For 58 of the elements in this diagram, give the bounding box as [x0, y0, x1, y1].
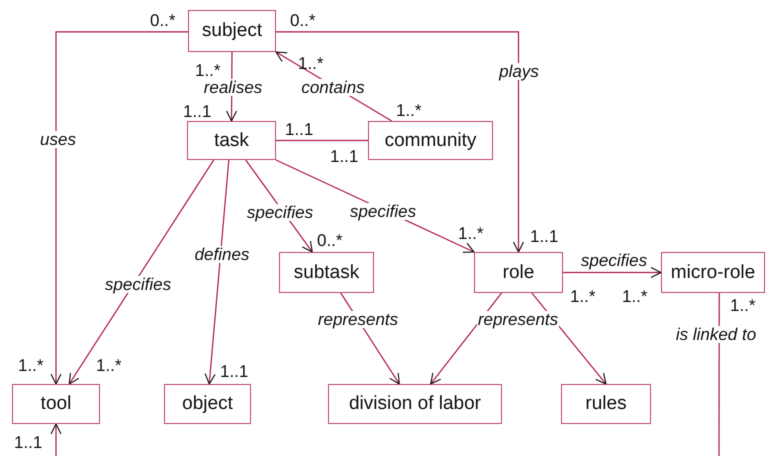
class-name: community — [384, 130, 476, 152]
association-line — [204, 160, 230, 385]
association-line — [68, 160, 214, 385]
class-name: rules — [585, 393, 627, 415]
association-line — [563, 266, 662, 278]
connector-line — [50, 423, 62, 456]
class-name: division of labor — [348, 393, 482, 415]
class-box — [187, 121, 276, 160]
multiplicity-label: 1..* — [195, 62, 221, 79]
edge-label: specifies — [104, 276, 172, 293]
class-box — [474, 252, 563, 293]
multiplicity-label: 1..1 — [220, 363, 248, 380]
edge-label: contains — [300, 79, 366, 96]
association-line — [276, 31, 524, 253]
edge-label: is linked to — [674, 326, 758, 343]
class-box — [328, 384, 502, 424]
class-box — [188, 10, 276, 52]
multiplicity-label: 1..1 — [330, 148, 358, 165]
multiplicity-label: 0..* — [150, 12, 176, 29]
class-name: role — [502, 262, 534, 284]
edge-label: realises — [202, 79, 264, 96]
multiplicity-label: 0..* — [290, 12, 316, 29]
edge-label: specifies — [246, 204, 314, 221]
edge-label: specifies — [348, 203, 418, 220]
edge-label: uses — [39, 131, 77, 148]
association-line — [276, 140, 368, 142]
class-name: task — [214, 130, 249, 152]
class-name: micro-role — [670, 262, 756, 284]
multiplicity-label: 1..* — [18, 357, 44, 374]
edge-label: represents — [316, 311, 400, 328]
connector-line — [718, 293, 720, 456]
class-box — [661, 252, 765, 293]
multiplicity-label: 1..1 — [285, 121, 314, 138]
class-box — [12, 384, 100, 424]
class-box — [368, 121, 493, 160]
edge-label: plays — [498, 63, 540, 80]
multiplicity-label: 1..* — [570, 288, 596, 305]
multiplicity-label: 1..1 — [183, 103, 212, 120]
edge-label: defines — [194, 246, 250, 263]
multiplicity-label: 0..* — [317, 232, 343, 249]
class-name: subtask — [294, 262, 360, 284]
class-name: object — [182, 393, 233, 415]
class-box — [164, 384, 251, 424]
class-box — [279, 252, 374, 293]
multiplicity-label: 1..1 — [14, 434, 42, 451]
edge-label: specifies — [580, 252, 648, 269]
multiplicity-label: 1..* — [622, 288, 648, 305]
multiplicity-label: 1..* — [458, 225, 484, 242]
class-box — [561, 384, 651, 424]
multiplicity-label: 1..1 — [530, 228, 558, 245]
association-line — [50, 31, 188, 385]
multiplicity-label: 1..* — [96, 357, 122, 374]
multiplicity-label: 1..* — [298, 55, 324, 72]
edge-label: represents — [476, 311, 560, 328]
class-name: tool — [40, 393, 72, 415]
class-name: subject — [202, 20, 262, 42]
multiplicity-label: 1..* — [396, 102, 422, 119]
multiplicity-label: 1..* — [730, 297, 756, 314]
